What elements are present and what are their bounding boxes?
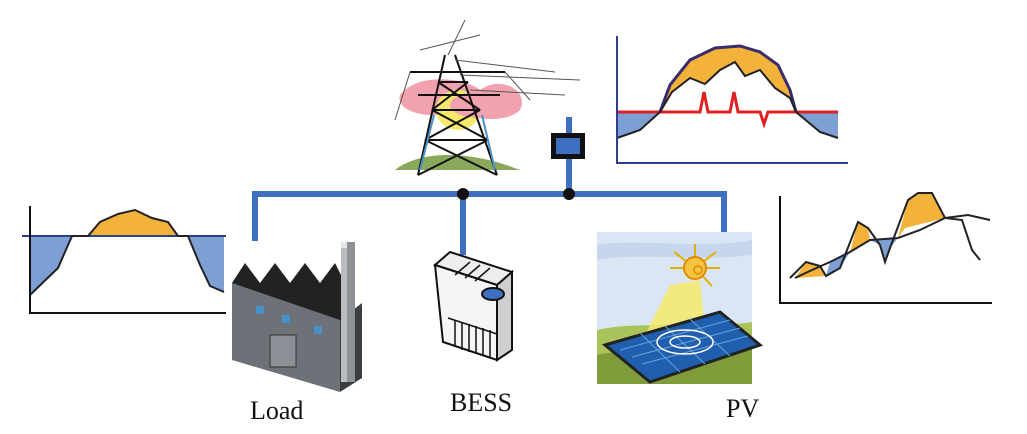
pv-curve-a [789, 192, 981, 279]
bus-node-bess [457, 188, 469, 200]
pv-fill-3 [850, 222, 870, 252]
grid-axes [616, 36, 848, 164]
pv-label: PV [726, 394, 760, 423]
load-axes [29, 206, 226, 314]
load-deficit-right [188, 236, 224, 292]
load-profile-chart [22, 206, 226, 314]
load-deficit-left [30, 236, 72, 295]
pv-axes [779, 196, 992, 304]
grid-deficit-left [617, 112, 660, 138]
solar-panel-icon [597, 232, 764, 384]
pv-profile-chart [779, 192, 992, 304]
grid-curve-top [658, 44, 798, 113]
pv-curve-b [794, 213, 991, 279]
bus-node-grid [563, 188, 575, 200]
grid-curve-tails [616, 111, 839, 139]
factory-icon [232, 242, 362, 392]
grid-curve-inner [659, 60, 797, 113]
grid-valley [660, 62, 796, 112]
load-surplus [88, 210, 178, 236]
pv-fill-5 [898, 193, 945, 238]
grid-exchange-chart [616, 36, 848, 164]
transmission-tower-icon [394, 19, 581, 176]
load-label: Load [250, 396, 304, 425]
grid-limit-line [617, 91, 838, 129]
load-curve [29, 208, 225, 296]
bess-label: BESS [450, 388, 513, 417]
pv-fill-2 [826, 252, 850, 276]
meter-icon [551, 133, 585, 159]
grid-deficit-right [796, 112, 838, 138]
battery-storage-icon [433, 250, 514, 362]
